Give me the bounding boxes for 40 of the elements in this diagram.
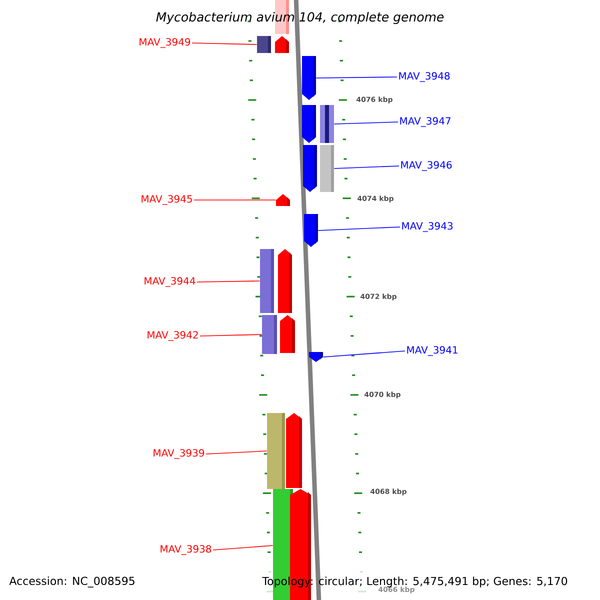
- gene-label: MAV_3938: [160, 545, 212, 555]
- gene-block: [278, 249, 292, 313]
- gene-block: [280, 315, 295, 353]
- feature-bar: [262, 315, 277, 354]
- leader-line: [200, 334, 262, 336]
- accession-text: Accession: NC_008595: [9, 576, 134, 588]
- gene-label: MAV_3939: [154, 449, 204, 459]
- gene-block: [286, 413, 302, 488]
- leader-line: [334, 166, 400, 169]
- leader-line: [206, 450, 268, 454]
- leader-line: [322, 350, 406, 358]
- gene-label: MAV_3945: [142, 195, 192, 205]
- feature-bar: [260, 249, 274, 313]
- leader-line: [316, 76, 398, 78]
- gene-block: [304, 214, 318, 247]
- gene-label: MAV_3946: [401, 161, 452, 171]
- gene-label: MAV_3943: [402, 222, 453, 232]
- leader-line: [334, 122, 398, 124]
- feature-bar: [320, 145, 334, 192]
- gene-block: [276, 194, 290, 206]
- gene-label: MAV_3949: [140, 38, 190, 48]
- gene-block: [302, 105, 316, 143]
- gene-label: MAV_3941: [407, 346, 458, 356]
- feature-bar: [320, 105, 334, 143]
- leader-line: [318, 226, 400, 231]
- title: Mycobacterium avium 104, complete genome: [156, 12, 444, 24]
- gene-label: MAV_3944: [144, 277, 196, 287]
- gene-label: MAV_3942: [148, 331, 198, 341]
- leader-line: [196, 280, 260, 282]
- gene-block: [309, 352, 323, 362]
- gene-block: [303, 145, 317, 192]
- leader-line: [192, 42, 258, 45]
- gene-label: MAV_3948: [399, 72, 450, 82]
- gene-block: [302, 56, 316, 100]
- genome-stats-text: Topology: circular; Length: 5,475,491 bp; Genes: 5,170: [262, 576, 568, 588]
- feature-bar: [267, 413, 285, 489]
- gene-block: [275, 36, 289, 53]
- gene-label: MAV_3947: [400, 117, 450, 127]
- feature-bar: [257, 36, 271, 53]
- leader-line: [212, 545, 274, 550]
